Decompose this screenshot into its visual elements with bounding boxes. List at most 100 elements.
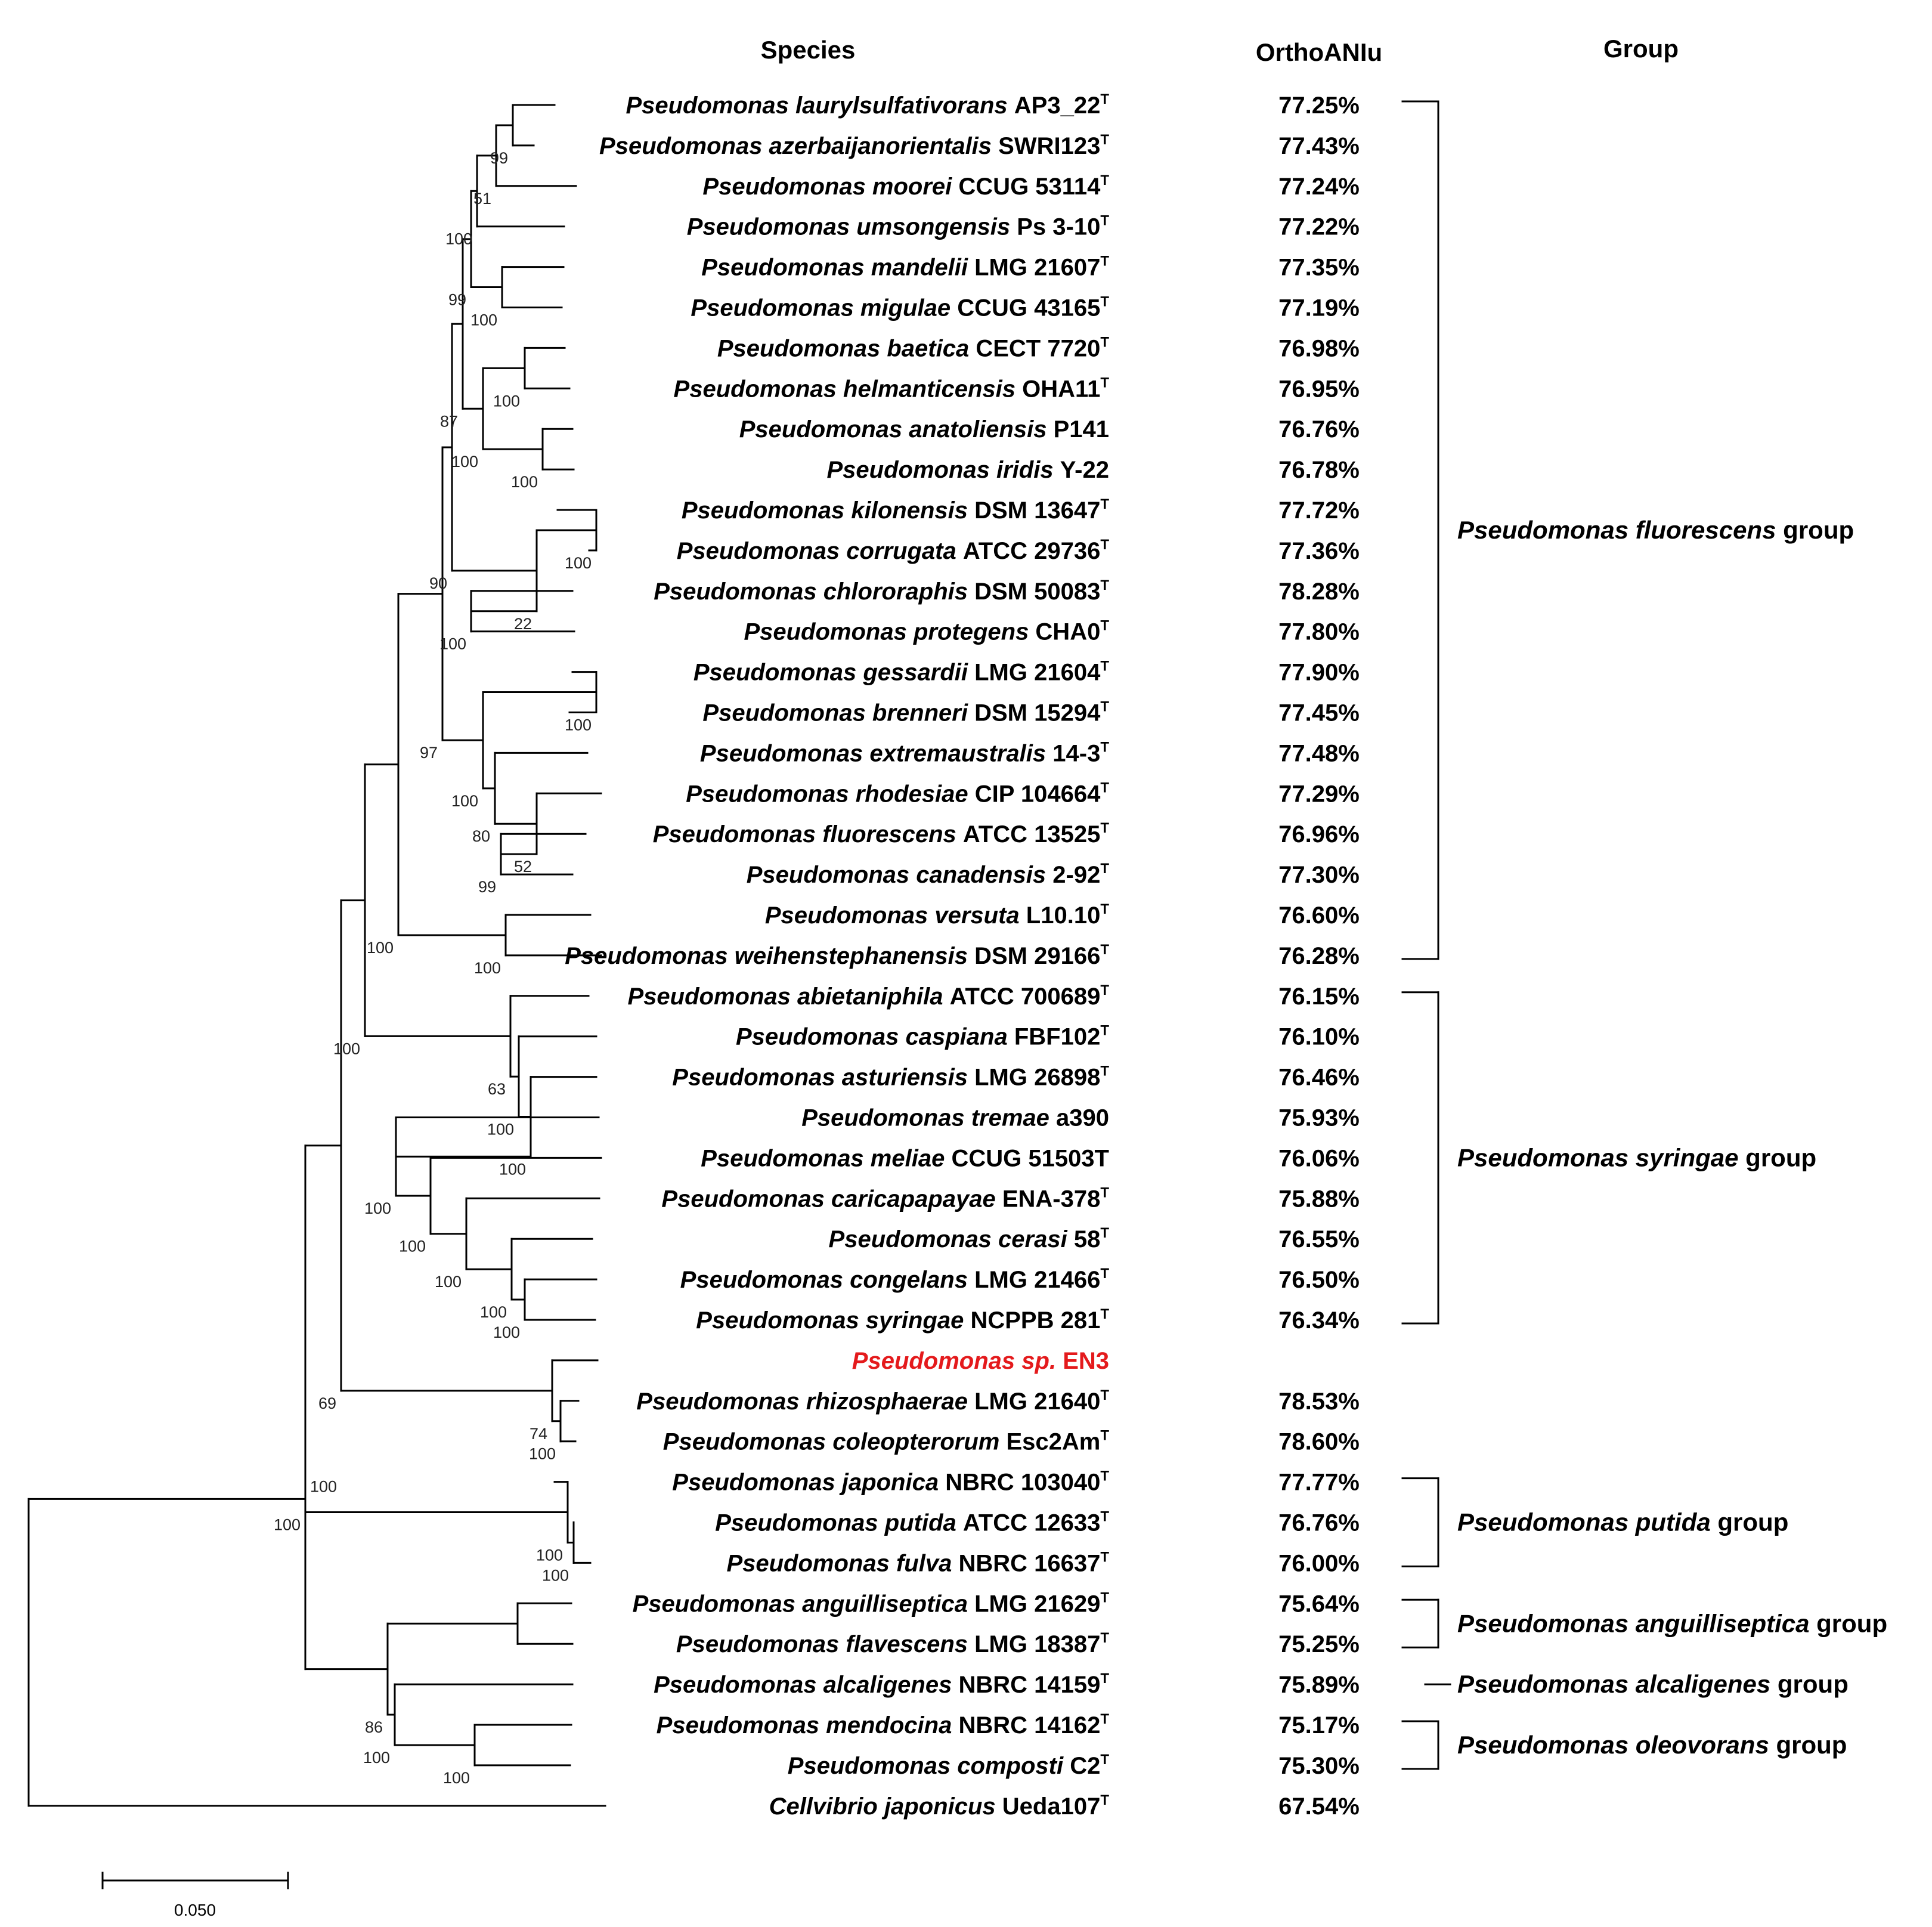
- orthoani-value: 77.22%: [1278, 214, 1360, 240]
- taxon-binomial: Pseudomonas migulae: [691, 295, 957, 321]
- taxon-strain: LMG 21607: [974, 255, 1100, 281]
- bootstrap-value: 74: [530, 1425, 547, 1443]
- orthoani-value: 77.72%: [1278, 497, 1360, 524]
- taxon-strain: ATCC 700689: [950, 983, 1101, 1010]
- header-species: Species: [761, 36, 856, 64]
- taxon-binomial: Pseudomonas versuta: [765, 902, 1026, 929]
- taxon-binomial: Pseudomonas mendocina: [657, 1712, 959, 1739]
- type-strain-mark: T: [1100, 1387, 1109, 1403]
- type-strain-mark: T: [1100, 982, 1109, 998]
- taxon-label: Pseudomonas japonica NBRC 103040T: [672, 1468, 1109, 1496]
- taxon-binomial: Pseudomonas baetica: [717, 335, 976, 361]
- taxon-binomial: Pseudomonas cerasi: [829, 1226, 1074, 1252]
- taxon-binomial: Pseudomonas brenneri: [702, 700, 974, 726]
- taxon-binomial: Pseudomonas rhizosphaerae: [636, 1388, 974, 1415]
- taxon-strain: ATCC 13525: [963, 821, 1100, 847]
- taxon-label: Pseudomonas versuta L10.10T: [765, 901, 1109, 929]
- type-strain-mark: T: [1100, 901, 1109, 917]
- bootstrap-value: 100: [493, 392, 520, 410]
- group-label-name: Pseudomonas anguilliseptica: [1457, 1609, 1809, 1637]
- orthoani-value: 77.25%: [1278, 92, 1360, 119]
- bootstrap-value: 99: [490, 149, 508, 167]
- taxon-strain: FBF102: [1014, 1024, 1101, 1050]
- group-label-suffix: group: [1809, 1609, 1887, 1637]
- type-strain-mark: T: [1100, 375, 1109, 391]
- bootstrap-value: 100: [445, 230, 472, 248]
- taxon-label: Pseudomonas kilonensis DSM 13647T: [682, 496, 1109, 524]
- orthoani-value: 76.50%: [1278, 1267, 1360, 1293]
- group-label-suffix: group: [1711, 1508, 1789, 1536]
- column-headers: Species OrthoANIu Group: [761, 35, 1679, 66]
- orthoani-value: 75.30%: [1278, 1753, 1360, 1779]
- taxon-strain: LMG 21466: [974, 1267, 1100, 1293]
- taxon-strain: Ueda107: [1002, 1793, 1101, 1820]
- taxon-label: Pseudomonas syringae NCPPB 281T: [696, 1306, 1109, 1334]
- bootstrap-value: 80: [472, 827, 490, 845]
- taxon-label: Pseudomonas alcaligenes NBRC 14159T: [654, 1671, 1109, 1698]
- taxon-label: Pseudomonas flavescens LMG 18387T: [676, 1630, 1109, 1657]
- taxon-binomial: Pseudomonas rhodesiae: [686, 781, 975, 807]
- taxon-label: Pseudomonas composti C2T: [788, 1752, 1110, 1779]
- bootstrap-value: 51: [473, 190, 491, 208]
- taxon-binomial: Pseudomonas asturiensis: [672, 1065, 974, 1091]
- taxon-binomial: Pseudomonas protegens: [744, 619, 1035, 645]
- taxon-strain: L10.10: [1026, 902, 1101, 929]
- taxon-strain: ENA-378: [1002, 1186, 1101, 1212]
- orthoani-value: 77.29%: [1278, 781, 1360, 807]
- bootstrap-value: 100: [487, 1120, 514, 1138]
- taxon-strain: 58: [1074, 1226, 1101, 1252]
- taxon-binomial: Pseudomonas caricapapayae: [661, 1186, 1002, 1212]
- orthoani-value: 77.80%: [1278, 619, 1360, 645]
- bootstrap-value: 100: [565, 554, 592, 572]
- type-strain-mark: T: [1100, 537, 1109, 553]
- taxon-strain: NBRC 103040: [945, 1470, 1100, 1496]
- taxon-label: Pseudomonas fulva NBRC 16637T: [726, 1549, 1109, 1576]
- bootstrap-values: 9951100100991001001008710010022901009952…: [274, 149, 592, 1787]
- group-label-suffix: group: [1770, 1670, 1849, 1698]
- taxon-binomial: Pseudomonas japonica: [672, 1470, 945, 1496]
- taxon-binomial: Pseudomonas fulva: [726, 1550, 958, 1576]
- taxon-binomial: Cellvibrio japonicus: [769, 1793, 1002, 1820]
- header-group: Group: [1603, 35, 1679, 63]
- bootstrap-value: 69: [318, 1394, 336, 1412]
- taxon-binomial: Pseudomonas azerbaijanorientalis: [599, 133, 998, 159]
- group-label-suffix: group: [1739, 1143, 1817, 1171]
- taxon-strain: CIP 104664: [975, 781, 1101, 807]
- type-strain-mark: T: [1100, 618, 1109, 634]
- taxon-label: Pseudomonas corrugata ATCC 29736T: [677, 537, 1110, 564]
- taxon-strain: 14-3: [1052, 740, 1100, 766]
- taxon-strain: DSM 15294: [974, 700, 1101, 726]
- bootstrap-value: 99: [478, 878, 496, 896]
- taxon-label: Pseudomonas putida ATCC 12633T: [715, 1509, 1109, 1536]
- taxon-binomial: Pseudomonas putida: [715, 1510, 963, 1536]
- taxon-strain: EN3: [1063, 1348, 1109, 1374]
- bootstrap-value: 100: [499, 1160, 526, 1178]
- taxon-strain: LMG 21629: [974, 1591, 1100, 1617]
- bootstrap-value: 100: [474, 959, 501, 977]
- group-label: Pseudomonas oleovorans group: [1457, 1731, 1847, 1759]
- taxon-strain: CCUG 53114: [958, 174, 1101, 200]
- taxon-binomial: Pseudomonas anguilliseptica: [633, 1591, 974, 1617]
- bootstrap-value-crown: 100: [310, 1477, 337, 1495]
- type-strain-mark: T: [1100, 1468, 1109, 1484]
- orthoani-value: 77.43%: [1278, 133, 1360, 159]
- type-strain-mark: T: [1100, 1711, 1109, 1727]
- taxon-strain: LMG 21640: [974, 1388, 1100, 1415]
- orthoani-value: 76.34%: [1278, 1307, 1360, 1334]
- taxon-binomial: Pseudomonas corrugata: [677, 538, 963, 564]
- type-strain-mark: T: [1100, 132, 1109, 148]
- orthoani-value: 76.06%: [1278, 1145, 1360, 1171]
- taxon-binomial: Pseudomonas tremae: [801, 1105, 1056, 1131]
- taxon-binomial: Pseudomonas alcaligenes: [654, 1672, 958, 1698]
- taxon-strain: DSM 13647: [974, 497, 1100, 524]
- taxon-label: Pseudomonas caspiana FBF102T: [736, 1023, 1109, 1050]
- orthoani-value: 76.60%: [1278, 902, 1360, 929]
- taxon-label: Pseudomonas congelans LMG 21466T: [680, 1266, 1110, 1293]
- bootstrap-value: 100: [439, 635, 466, 653]
- orthoani-value: 78.53%: [1278, 1388, 1360, 1415]
- group-label-suffix: group: [1769, 1731, 1847, 1759]
- bootstrap-value: 100: [451, 453, 478, 471]
- orthoani-value: 77.35%: [1278, 255, 1360, 281]
- type-strain-mark: T: [1100, 780, 1109, 796]
- taxon-label: Pseudomonas mandelii LMG 21607T: [701, 253, 1109, 281]
